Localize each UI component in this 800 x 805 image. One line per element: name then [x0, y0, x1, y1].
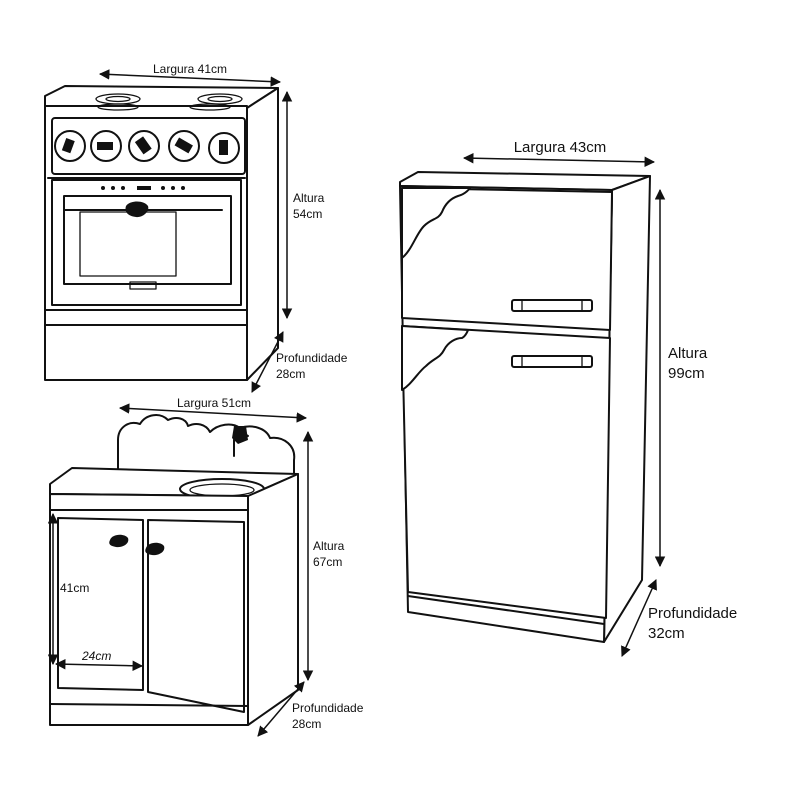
sink-height-label-line1: Altura: [313, 539, 345, 553]
stove-height-label-line1: Altura: [293, 191, 325, 205]
freezer-door: [401, 187, 613, 331]
sink-depth-label-line1: Profundidade: [292, 701, 364, 715]
sink-width-arrow: [118, 403, 308, 423]
fridge-width-arrow: [462, 152, 656, 168]
faucet-handle: [232, 426, 248, 444]
stove-width-label: Largura 41cm: [153, 62, 227, 76]
fridge-width-label: Largura 43cm: [514, 139, 607, 156]
fridge-depth-label-line1: Profundidade: [648, 605, 737, 622]
burner-icon: [97, 103, 139, 111]
sink-door-width-label: 24cm: [81, 649, 111, 663]
stove-drawing: Largura 41cm Altura 54cm Profundidade 28…: [44, 62, 348, 393]
sink-right-door: [147, 519, 245, 713]
oven-handle-knob: [125, 201, 149, 218]
freezer-handle: [511, 299, 593, 312]
knob-icon: [208, 132, 240, 164]
stove-depth-label-line1: Profundidade: [276, 351, 348, 365]
oven-window-frame: [63, 195, 232, 285]
fridge-handle: [511, 355, 593, 368]
door-knob-icon: [109, 534, 129, 548]
knob-icon: [128, 130, 160, 162]
freezer-decor: [401, 187, 471, 259]
sink-height-label-line2: 67cm: [313, 555, 342, 569]
sink-drawing: Largura 51cm Altura 67cm 41cm 24cm Profu…: [47, 396, 364, 737]
stove-knobs: [54, 130, 240, 164]
fridge-depth-label-line2: 32cm: [648, 625, 685, 642]
stove-height-label-line2: 54cm: [293, 207, 322, 221]
sink-side: [247, 473, 299, 726]
sink-backsplash: [117, 414, 296, 477]
fridge-drawing: Largura 43cm Altura 99cm Profundidade 32…: [399, 139, 737, 657]
knob-icon: [168, 130, 200, 162]
sink-depth-label-line2: 28cm: [292, 717, 321, 731]
stove-top: [44, 85, 279, 109]
sink-depth-arrow: [257, 681, 305, 737]
burner-icon: [189, 103, 231, 111]
fridge-height-label-line1: Altura: [668, 345, 708, 362]
knob-icon: [54, 130, 86, 162]
sink-door-height-label: 41cm: [60, 581, 89, 595]
stove-width-arrow: [98, 69, 282, 87]
sink-door-width-arrow: [54, 658, 144, 672]
stove-depth-label-line2: 28cm: [276, 367, 305, 381]
burner-icon: [105, 95, 131, 103]
oven-indicator-dots: [101, 186, 185, 190]
fridge-door: [401, 325, 611, 619]
fridge-height-label-line2: 99cm: [668, 365, 705, 382]
door-knob-icon: [145, 542, 165, 556]
stove-side: [246, 87, 279, 381]
knob-icon: [90, 130, 122, 162]
oven-badge: [129, 281, 157, 290]
burner-icon: [207, 95, 233, 103]
sink-width-label: Largura 51cm: [177, 396, 251, 410]
fridge-depth-arrow: [621, 579, 657, 657]
stove-depth-arrow: [251, 331, 284, 393]
fridge-door-decor: [401, 325, 469, 391]
